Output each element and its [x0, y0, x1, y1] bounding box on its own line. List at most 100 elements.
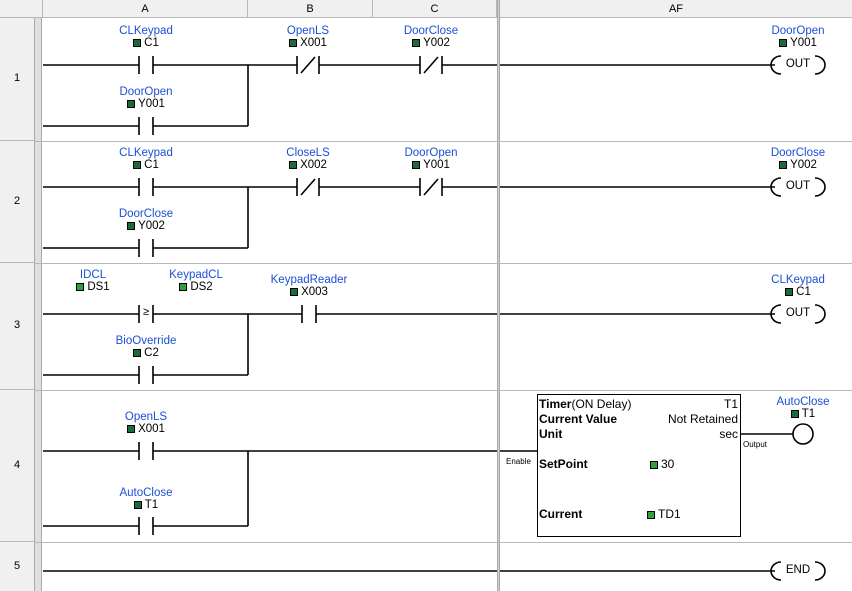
contact-no[interactable] [138, 442, 154, 460]
contact-label: DoorClose Y002 [381, 25, 481, 49]
row-header-4[interactable]: 4 [0, 390, 34, 542]
contact-nc[interactable] [296, 178, 320, 196]
tag-name: AutoClose [776, 396, 830, 408]
address: Y001 [423, 159, 450, 171]
left-power-rail [34, 18, 42, 591]
column-split-divider[interactable] [497, 0, 500, 591]
contact-label: CLKeypad C1 [96, 25, 196, 49]
timer-instruction-box[interactable]: Timer(ON Delay) T1 Current Value Not Ret… [537, 394, 741, 537]
contact-label: AutoClose T1 [96, 487, 196, 511]
tag-name: KeypadCL [169, 269, 223, 281]
bit-icon [779, 39, 788, 47]
tag-name: OpenLS [286, 25, 330, 37]
bit-icon [127, 425, 136, 433]
column-label: C [430, 3, 439, 15]
contact-no[interactable] [138, 117, 154, 135]
end-coil-right[interactable] [814, 561, 826, 581]
current-value: Not Retained [667, 412, 738, 426]
row-number: 5 [13, 559, 21, 572]
address: C1 [796, 286, 811, 298]
contact-no[interactable] [301, 305, 317, 323]
corner-header [0, 0, 43, 18]
row-divider [34, 141, 852, 142]
bit-icon [289, 39, 298, 47]
tag-name: BioOverride [115, 335, 177, 347]
unit-label: Unit [539, 427, 563, 441]
tag-name: KeypadReader [270, 274, 348, 286]
address: DS1 [87, 281, 110, 293]
contact-no[interactable] [138, 178, 154, 196]
bit-icon [127, 222, 136, 230]
coil-out-left[interactable] [770, 304, 782, 324]
tag-name: IDCL [79, 269, 107, 281]
column-header-a[interactable]: A [43, 0, 248, 18]
coil-type-label: OUT [785, 180, 811, 192]
column-header-af[interactable]: AF [500, 0, 852, 18]
compare-symbol: ≥ [142, 306, 150, 318]
tag-name: CLKeypad [119, 147, 173, 159]
current-register: TD1 [647, 507, 681, 521]
bit-icon [412, 39, 421, 47]
address: T1 [801, 408, 816, 420]
bit-icon [779, 161, 788, 169]
address: Y002 [138, 220, 165, 232]
rung-1-wiring [43, 64, 775, 127]
timer-output-coil[interactable] [792, 423, 814, 445]
row-header-3[interactable]: 3 [0, 263, 34, 390]
tag-name: DoorClose [403, 25, 459, 37]
output-label: Output [743, 440, 768, 449]
contact-nc[interactable] [419, 56, 443, 74]
tag-name: CLKeypad [771, 274, 825, 286]
end-label: END [785, 564, 811, 576]
bit-icon [127, 100, 136, 108]
row-header-2[interactable]: 2 [0, 141, 34, 263]
column-label: A [141, 3, 149, 15]
contact-no[interactable] [138, 239, 154, 257]
row-number: 2 [13, 194, 21, 207]
address: DS2 [190, 281, 213, 293]
word-icon [650, 461, 658, 469]
coil-out-right[interactable] [814, 304, 826, 324]
contact-no[interactable] [138, 366, 154, 384]
column-header-b[interactable]: B [248, 0, 373, 18]
row-divider [34, 263, 852, 264]
address: C1 [144, 159, 159, 171]
tag-name: DoorOpen [404, 147, 458, 159]
compare-operand-b: KeypadCL DS2 [156, 269, 236, 293]
column-label: AF [668, 3, 684, 15]
coil-type-label: OUT [785, 307, 811, 319]
enable-label: Enable [506, 457, 531, 466]
coil-out-right[interactable] [814, 177, 826, 197]
column-header-c[interactable]: C [373, 0, 497, 18]
coil-out-left[interactable] [770, 55, 782, 75]
row-number: 4 [13, 458, 21, 471]
bit-icon [785, 288, 794, 296]
address: T1 [144, 499, 159, 511]
address: X001 [138, 423, 165, 435]
address: X002 [300, 159, 327, 171]
address: X003 [301, 286, 328, 298]
end-coil-left[interactable] [770, 561, 782, 581]
bit-icon [133, 161, 142, 169]
contact-nc[interactable] [296, 56, 320, 74]
coil-out-left[interactable] [770, 177, 782, 197]
row-header-1[interactable]: 1 [0, 18, 34, 141]
compare-contact[interactable] [138, 305, 154, 323]
coil-label: DoorClose Y002 [748, 147, 848, 171]
address: X001 [300, 37, 327, 49]
contact-label: BioOverride C2 [96, 335, 196, 359]
bit-icon [290, 288, 299, 296]
coil-out-right[interactable] [814, 55, 826, 75]
address: Y001 [790, 37, 817, 49]
row-header-5[interactable]: 5 [0, 542, 34, 591]
contact-label: DoorOpen Y001 [96, 86, 196, 110]
contact-no[interactable] [138, 517, 154, 535]
bit-icon [790, 410, 799, 418]
contact-nc[interactable] [419, 178, 443, 196]
current-value-label: Current Value [539, 412, 618, 426]
word-icon [647, 511, 655, 519]
row-divider [34, 390, 852, 391]
tag-name: CLKeypad [119, 25, 173, 37]
contact-no[interactable] [138, 56, 154, 74]
